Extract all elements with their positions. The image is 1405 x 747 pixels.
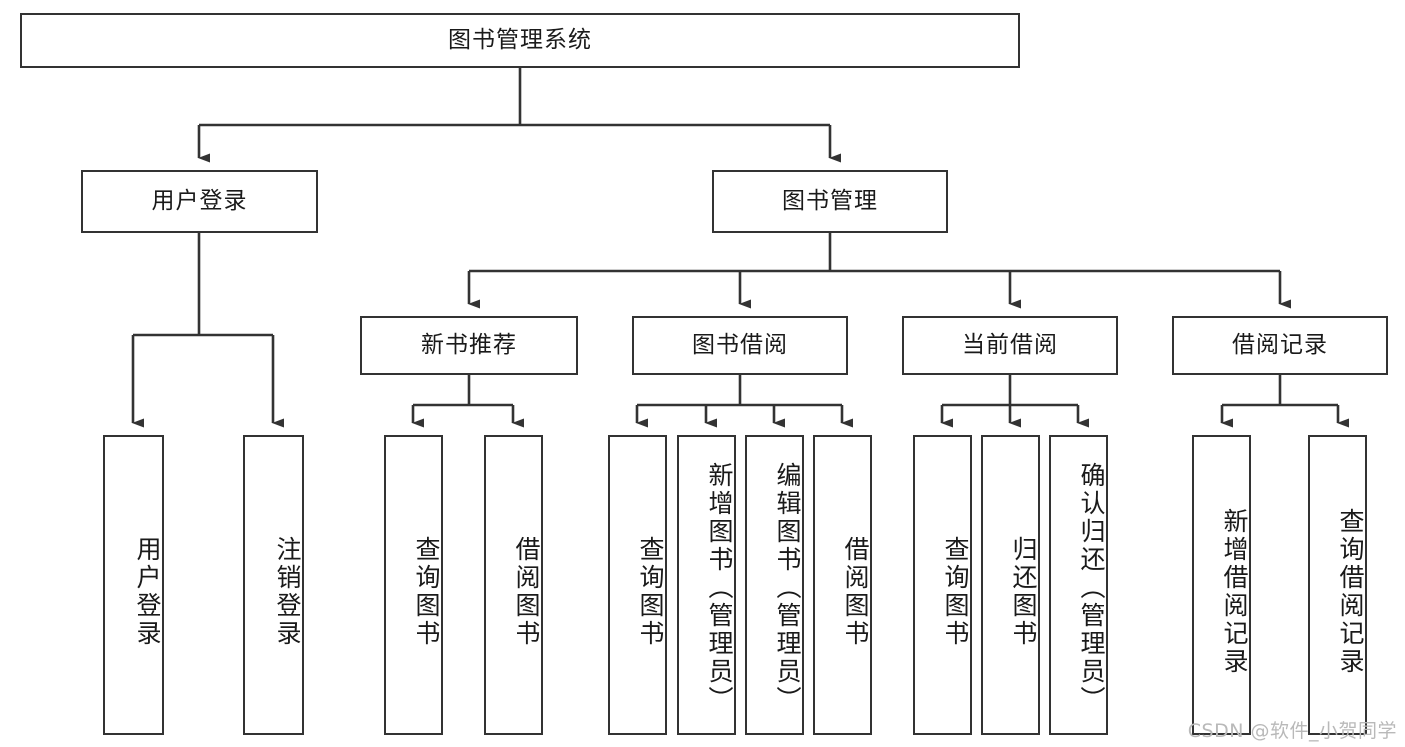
leaf-confirm-return-admin[interactable]: 确认归还（管理员） (1049, 435, 1108, 735)
leaf-borrow-book[interactable]: 借阅图书 (813, 435, 872, 735)
node-new-book-recommend-label: 新书推荐 (421, 331, 517, 358)
leaf-add-book-admin[interactable]: 新增图书（管理员） (677, 435, 736, 735)
leaf-query-book-borrow[interactable]: 查询图书 (608, 435, 667, 735)
leaf-add-borrow-record[interactable]: 新增借阅记录 (1192, 435, 1251, 735)
leaf-query-borrow-record[interactable]: 查询借阅记录 (1308, 435, 1367, 735)
leaf-edit-book-admin-label: 编辑图书（管理员） (773, 462, 802, 714)
watermark-text: CSDN @软件_小贺同学 (1187, 720, 1397, 742)
node-book-management-label: 图书管理 (782, 187, 878, 214)
leaf-query-borrow-record-label: 查询借阅记录 (1336, 508, 1365, 676)
leaf-add-book-admin-label: 新增图书（管理员） (705, 462, 734, 714)
node-user-login[interactable]: 用户登录 (81, 170, 318, 233)
leaf-borrow-book-recommend-label: 借阅图书 (512, 536, 541, 648)
node-current-borrow[interactable]: 当前借阅 (902, 316, 1118, 375)
leaf-borrow-book-label: 借阅图书 (841, 536, 870, 648)
leaf-confirm-return-admin-label: 确认归还（管理员） (1077, 462, 1106, 714)
leaf-edit-book-admin[interactable]: 编辑图书（管理员） (745, 435, 804, 735)
leaf-borrow-book-recommend[interactable]: 借阅图书 (484, 435, 543, 735)
leaf-logout-login-label: 注销登录 (273, 536, 302, 648)
leaf-add-borrow-record-label: 新增借阅记录 (1220, 508, 1249, 676)
node-book-borrow[interactable]: 图书借阅 (632, 316, 848, 375)
node-new-book-recommend[interactable]: 新书推荐 (360, 316, 578, 375)
leaf-query-book-borrow-label: 查询图书 (636, 536, 665, 648)
leaf-logout-login[interactable]: 注销登录 (243, 435, 304, 735)
node-root-label: 图书管理系统 (448, 26, 592, 53)
node-book-borrow-label: 图书借阅 (692, 331, 788, 358)
leaf-query-book-recommend-label: 查询图书 (412, 536, 441, 648)
node-user-login-label: 用户登录 (151, 187, 248, 214)
node-current-borrow-label: 当前借阅 (962, 331, 1058, 358)
node-root[interactable]: 图书管理系统 (20, 13, 1020, 68)
leaf-query-book-recommend[interactable]: 查询图书 (384, 435, 443, 735)
node-borrow-record-label: 借阅记录 (1232, 331, 1328, 358)
leaf-return-book-label: 归还图书 (1009, 536, 1038, 648)
leaf-query-book-current[interactable]: 查询图书 (913, 435, 972, 735)
leaf-user-login[interactable]: 用户登录 (103, 435, 164, 735)
leaf-query-book-current-label: 查询图书 (941, 536, 970, 648)
leaf-user-login-label: 用户登录 (133, 536, 162, 648)
node-book-management[interactable]: 图书管理 (712, 170, 948, 233)
leaf-return-book[interactable]: 归还图书 (981, 435, 1040, 735)
node-borrow-record[interactable]: 借阅记录 (1172, 316, 1388, 375)
